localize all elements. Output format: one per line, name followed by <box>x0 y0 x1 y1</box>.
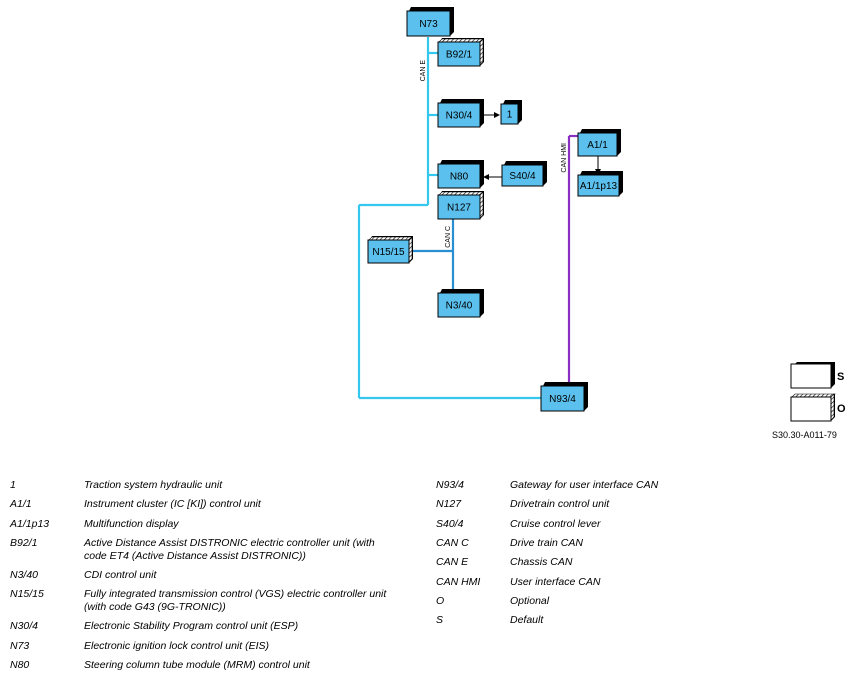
legend-code: S40/4 <box>436 517 464 530</box>
node-label: 1 <box>507 110 513 121</box>
legend-code: N73 <box>10 639 30 652</box>
legend-description: CDI control unit <box>84 568 157 581</box>
legend-description: Multifunction display <box>84 517 179 530</box>
node-label: N80 <box>450 172 469 183</box>
node-s40-4: S40/4 <box>501 161 547 187</box>
legend-code: N93/4 <box>436 479 465 491</box>
legend-description: Traction system hydraulic unit <box>84 479 223 491</box>
legend-description: Default <box>510 614 544 627</box>
node-box <box>501 164 544 187</box>
legend-code: CAN E <box>436 556 469 569</box>
can-hmi-bus <box>567 134 578 386</box>
node-a1-1p13: A1/1p13 <box>577 171 623 197</box>
legend-description: Instrument cluster (IC [KI]) control uni… <box>84 498 261 511</box>
legend-description: Steering column tube module (MRM) contro… <box>84 658 310 671</box>
legend-description: Electronic ignition lock control unit (E… <box>84 639 269 652</box>
node-n93-4: N93/4 <box>540 382 588 412</box>
node-b92-1: B92/1 <box>437 38 484 67</box>
legend-code: A1/1p13 <box>10 517 50 530</box>
legend-description: Drive train CAN <box>510 536 583 549</box>
legend-description: Chassis CAN <box>510 556 573 569</box>
can-e-bus <box>357 37 541 400</box>
key-standard: S <box>790 362 844 389</box>
legend-code: N30/4 <box>10 620 39 633</box>
node-label: B92/1 <box>446 50 473 61</box>
legend-description: Active Distance Assist DISTRONIC electri… <box>84 536 375 549</box>
legend-code: N80 <box>10 658 30 671</box>
legend-code: N127 <box>436 498 462 511</box>
node-n80: N80 <box>437 160 484 189</box>
node-box <box>437 41 481 67</box>
legend-description: Optional <box>510 594 550 607</box>
legend-code: 1 <box>10 479 16 491</box>
legend-description: Fully integrated transmission control (V… <box>84 588 387 601</box>
legend-code: O <box>436 594 445 607</box>
node-box <box>540 385 585 412</box>
node-label: N93/4 <box>549 394 576 405</box>
legend-code: N3/40 <box>10 568 39 581</box>
legend-code: N15/15 <box>10 588 44 601</box>
node-n73: N73 <box>406 7 454 37</box>
node-box <box>577 132 618 157</box>
node-label: S40/4 <box>509 171 536 182</box>
node-n15-15: N15/15 <box>367 236 413 264</box>
node-label: N73 <box>419 19 438 30</box>
node-label: A1/1 <box>587 140 608 151</box>
node-box <box>577 174 620 197</box>
node-box <box>500 103 519 125</box>
key-optional: O <box>790 393 846 422</box>
node-box <box>367 239 410 264</box>
legend-description: Electronic Stability Program control uni… <box>84 620 299 633</box>
legend-description: User interface CAN <box>510 575 601 588</box>
legend-description: code ET4 (Active Distance Assist DISTRON… <box>84 549 306 562</box>
node-box <box>437 194 481 220</box>
node-label: N30/4 <box>446 111 473 122</box>
legend-description: Gateway for user interface CAN <box>510 479 659 491</box>
node-label: N3/40 <box>446 301 473 312</box>
node-n127: N127 <box>437 191 484 220</box>
node-label: N15/15 <box>372 247 405 258</box>
legend-description: (with code G43 (9G-TRONIC)) <box>84 601 226 614</box>
key-optional-letter: O <box>837 403 846 415</box>
legend-code: A1/1 <box>10 498 32 511</box>
can-hmi-label: CAN HMI <box>561 143 568 173</box>
node-box <box>406 10 451 37</box>
can-c-label: CAN C <box>445 226 452 248</box>
legend-code: B92/1 <box>10 536 38 549</box>
legend-code: CAN C <box>436 536 469 549</box>
can-e-label: CAN E <box>420 60 427 82</box>
node-box <box>437 163 481 189</box>
legend-code: CAN HMI <box>436 575 481 588</box>
legend-description: Cruise control lever <box>510 517 601 530</box>
node-label: N127 <box>447 203 471 214</box>
node-label: A1/1p13 <box>580 181 618 192</box>
diagram-reference: S30.30-A011-79 <box>772 430 837 440</box>
node-n3-40: N3/40 <box>437 289 484 318</box>
key-standard-letter: S <box>837 371 844 383</box>
node-a1-1: A1/1 <box>577 129 621 157</box>
node-box <box>437 292 481 318</box>
legend-code: S <box>436 614 444 627</box>
node-box <box>437 102 481 128</box>
legend-description: Drivetrain control unit <box>510 498 610 511</box>
node-n30-4: N30/4 <box>437 99 484 128</box>
node-t1: 1 <box>500 100 522 125</box>
